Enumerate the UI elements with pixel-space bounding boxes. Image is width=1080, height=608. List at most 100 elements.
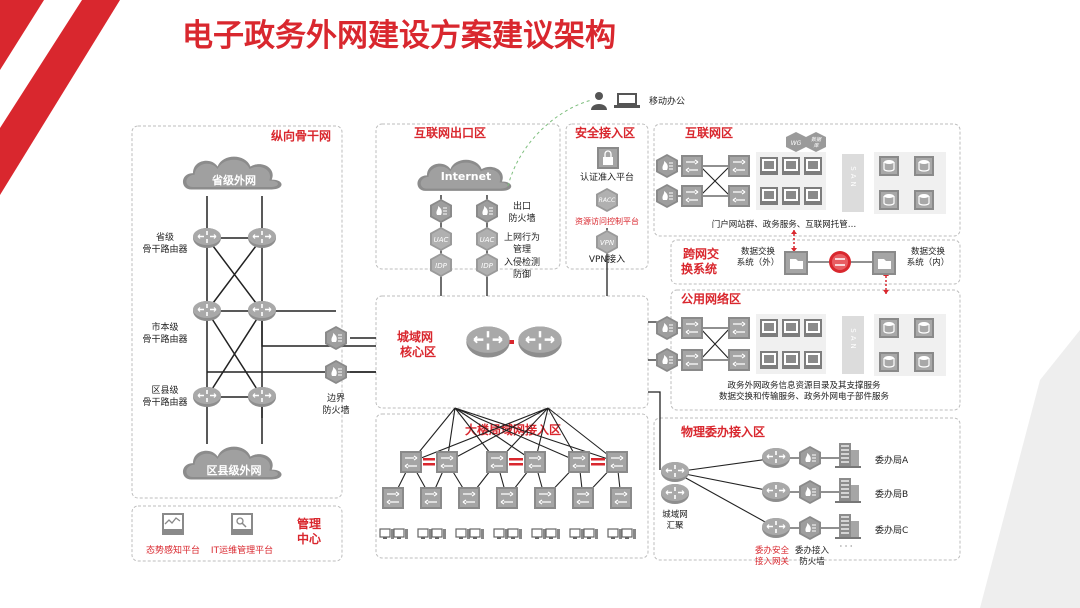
building-agg-switch[interactable] [485, 450, 509, 474]
zone-physical [653, 417, 961, 561]
building-access-switch[interactable] [533, 486, 557, 510]
internet-zone-switch[interactable] [680, 154, 704, 178]
district-router-b[interactable] [247, 386, 277, 408]
building-agg-switch[interactable] [435, 450, 459, 474]
decor-slash-main [0, 0, 120, 195]
public-zone-firewall[interactable] [655, 347, 679, 373]
province-router-label: 省级骨干路由器 [142, 231, 187, 255]
vpn-icon-label: VPN [600, 239, 615, 247]
office-label-a: 委办局A [875, 454, 909, 466]
district-cloud-label: 区县级外网 [207, 463, 262, 477]
exit-firewall-b[interactable] [475, 198, 499, 224]
building-agg-switch[interactable] [399, 450, 423, 474]
district-router-a[interactable] [192, 386, 222, 408]
physical-zone-title: 物理委办接入区 [681, 424, 765, 439]
zone-cross-net [670, 239, 961, 285]
office-gateway-c[interactable] [761, 517, 791, 539]
building-agg-switch[interactable] [523, 450, 547, 474]
province-router-a[interactable] [192, 227, 222, 249]
zone-public [670, 289, 961, 411]
office-firewall-label: 委办接入防火墙 [795, 545, 830, 567]
public-zone-firewall[interactable] [655, 315, 679, 341]
office-label-b: 委办局B [875, 488, 908, 500]
public-zone-switch[interactable] [680, 348, 704, 372]
office-gateway-label: 委办安全接入网关 [755, 545, 790, 567]
internet-zone-switch[interactable] [727, 184, 751, 208]
laptop-icon [614, 93, 640, 108]
building-agg-switch[interactable] [567, 450, 591, 474]
core-router-b[interactable] [517, 325, 563, 359]
exchange-outer-icon [784, 251, 808, 275]
metro-agg-router[interactable] [660, 483, 690, 505]
management-title: 管理中心 [297, 516, 321, 546]
city-router-a[interactable] [192, 300, 222, 322]
building-icon [834, 477, 862, 504]
zone-core [375, 295, 649, 409]
user-icon [591, 92, 607, 110]
office-firewall-c[interactable] [798, 515, 822, 541]
waf-label: WG [791, 140, 802, 147]
auth-platform-label: 认证准入平台 [580, 171, 634, 183]
office-firewall-a[interactable] [798, 445, 822, 471]
internet-zone-title: 互联网区 [685, 126, 733, 140]
district-router-label: 区县级骨干路由器 [142, 384, 187, 408]
mobile-office-label: 移动办公 [649, 95, 685, 107]
internet-zone-firewall[interactable] [655, 183, 679, 209]
cross-net-title: 跨网交换系统 [681, 246, 719, 276]
city-router-b[interactable] [247, 300, 277, 322]
exchange-outer-label: 数据交换系统（外） [737, 246, 780, 268]
building-icon [834, 513, 862, 540]
situation-awareness-icon [162, 513, 184, 535]
public-zone-caption: 政务外网政务信息资源目录及其支撑服务数据交换和传输服务、政务外网电子部件服务 [719, 380, 890, 402]
it-ops-icon [231, 513, 253, 535]
zone-internet [653, 123, 961, 237]
province-router-b[interactable] [247, 227, 277, 249]
internet-zone-switch[interactable] [680, 184, 704, 208]
border-firewall-b[interactable] [324, 359, 348, 385]
racc-label: RACC [599, 197, 616, 204]
internet-zone-caption: 门户网站群、政务服务、互联网托管… [712, 219, 857, 230]
public-zone-title: 公用网络区 [681, 291, 741, 306]
public-san [842, 316, 864, 374]
public-san-label: SAN [849, 328, 857, 352]
building-access-switch[interactable] [495, 486, 519, 510]
internet-exit-title: 互联网出口区 [414, 125, 486, 140]
building-access-switch[interactable] [571, 486, 595, 510]
exit-firewall-a[interactable] [429, 198, 453, 224]
building-access-switch[interactable] [457, 486, 481, 510]
office-firewall-b[interactable] [798, 479, 822, 505]
building-agg-switch[interactable] [605, 450, 629, 474]
building-access-switch[interactable] [609, 486, 633, 510]
uac-label-a: UAC [434, 236, 449, 244]
decor-slash-left [0, 0, 44, 70]
border-firewall-label: 边界防火墙 [322, 393, 349, 416]
gatekeeper-icon [829, 251, 851, 273]
db-badge-icon [806, 132, 826, 152]
public-zone-switch[interactable] [680, 316, 704, 340]
office-gateway-b[interactable] [761, 481, 791, 503]
internet-zone-firewall[interactable] [655, 153, 679, 179]
metro-agg-router[interactable] [660, 461, 690, 483]
uac-label-b: UAC [480, 236, 495, 244]
resource-control-label: 资源访问控制平台 [575, 216, 639, 226]
management-item-1: IT运维管理平台 [211, 544, 273, 556]
building-uplinks [392, 407, 622, 499]
backbone-title: 纵向骨干网 [271, 128, 331, 143]
internet-zone-switch[interactable] [727, 154, 751, 178]
auth-platform-icon [597, 147, 619, 169]
building-access-switch[interactable] [419, 486, 443, 510]
city-router-label: 市本级骨干路由器 [142, 321, 187, 345]
building-icon [834, 442, 862, 469]
building-access-switch[interactable] [381, 486, 405, 510]
public-zone-switch[interactable] [727, 348, 751, 372]
office-gateway-a[interactable] [761, 447, 791, 469]
public-zone-switch[interactable] [727, 316, 751, 340]
mobile-vpn-link [507, 99, 593, 187]
building-pc-row [379, 528, 637, 540]
ips-label: 入侵检测防御 [504, 256, 540, 280]
core-router-a[interactable] [465, 325, 511, 359]
zone-internet-exit [375, 123, 561, 270]
cross-link-down-arrows [883, 272, 889, 294]
vpn-access-label: VPN接入 [589, 253, 625, 265]
